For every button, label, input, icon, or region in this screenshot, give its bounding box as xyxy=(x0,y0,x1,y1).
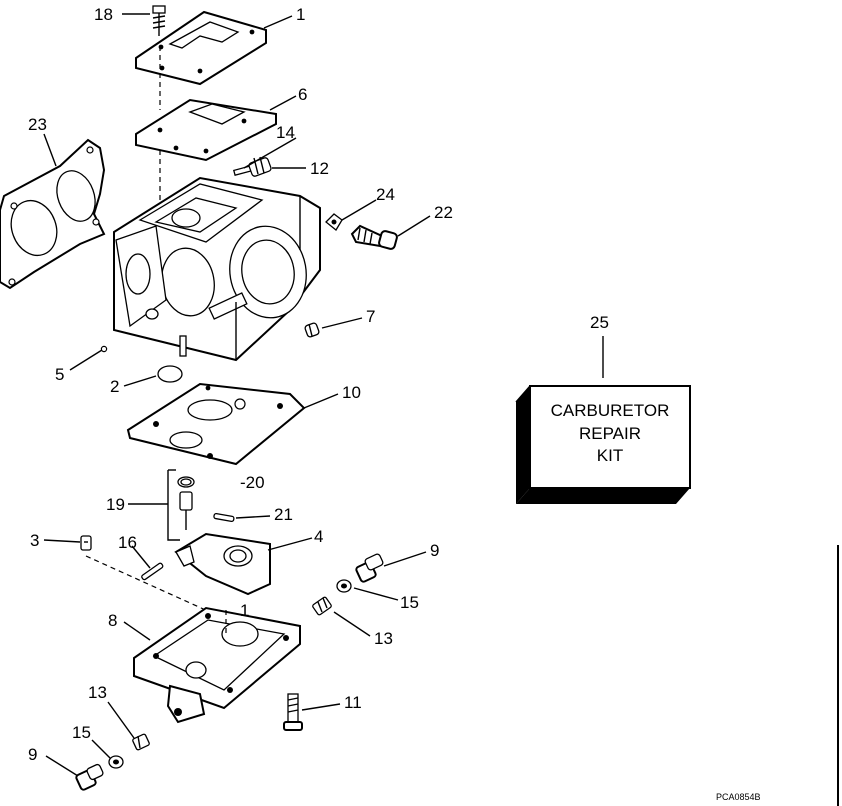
kit-label-line3: KIT xyxy=(597,446,623,465)
callout-7: 7 xyxy=(366,307,375,326)
callout-9-right: 9 xyxy=(430,541,439,560)
callout-19: 19 xyxy=(106,495,125,514)
kit-label-line1: CARBURETOR xyxy=(551,401,670,420)
part-23-flange-gasket xyxy=(0,138,106,290)
part-5-check-ball xyxy=(100,345,108,353)
part-10-gasket xyxy=(126,382,306,466)
callout-8: 8 xyxy=(108,611,117,630)
callout-21: 21 xyxy=(274,505,293,524)
part-8-float-bowl xyxy=(133,606,301,724)
part-6-gasket xyxy=(135,98,277,205)
part-15-washer-left xyxy=(108,755,124,769)
part-18-screw xyxy=(152,5,166,36)
part-1-cover-plate xyxy=(135,10,267,110)
part-15-washer-right xyxy=(336,579,352,593)
callout-1-top: 1 xyxy=(296,5,305,24)
part-9-plug-right xyxy=(355,553,384,583)
callout-13-left: 13 xyxy=(88,683,107,702)
part-13-jet-left xyxy=(132,733,150,751)
figure-code: PCA0854B xyxy=(716,792,761,802)
part-25-repair-kit-box xyxy=(515,385,691,504)
callout-16: 16 xyxy=(118,533,137,552)
part-4-float xyxy=(174,532,271,596)
callout-18: 18 xyxy=(94,5,113,24)
part-24-washer xyxy=(325,213,343,231)
callout-23: 23 xyxy=(28,115,47,134)
callout-25: 25 xyxy=(590,313,609,332)
callout-4: 4 xyxy=(314,527,323,546)
leader-lines xyxy=(43,13,604,777)
callout-24: 24 xyxy=(376,185,395,204)
part-22-screw xyxy=(350,224,398,250)
carburetor-body xyxy=(113,176,321,362)
callout-22: 22 xyxy=(434,203,453,222)
part-9-plug-left xyxy=(75,763,104,791)
part-20-o-ring xyxy=(180,478,192,486)
callout-15-left: 15 xyxy=(72,723,91,742)
part-16-pin xyxy=(141,562,164,581)
kit-label-line2: REPAIR xyxy=(579,424,641,443)
part-7-plug xyxy=(304,322,320,338)
part-2-seal xyxy=(157,365,183,383)
callout-1-bowl: 1 xyxy=(240,601,249,620)
part-13-jet-right xyxy=(312,596,332,616)
callout-3: 3 xyxy=(30,531,39,550)
part-11-screw xyxy=(283,693,303,731)
callout-20: -20 xyxy=(240,473,265,492)
callout-12: 12 xyxy=(310,159,329,178)
part-21-pin xyxy=(213,512,235,523)
callout-5: 5 xyxy=(55,365,64,384)
callout-15-right: 15 xyxy=(400,593,419,612)
callout-2: 2 xyxy=(110,377,119,396)
callout-11: 11 xyxy=(344,693,362,712)
callout-14: 14 xyxy=(276,123,295,142)
part-12-screw xyxy=(248,156,272,177)
part-3-jet xyxy=(80,535,211,613)
callout-9-left: 9 xyxy=(28,745,37,764)
callout-10: 10 xyxy=(342,383,361,402)
callout-6: 6 xyxy=(298,85,307,104)
callout-13-right: 13 xyxy=(374,629,393,648)
